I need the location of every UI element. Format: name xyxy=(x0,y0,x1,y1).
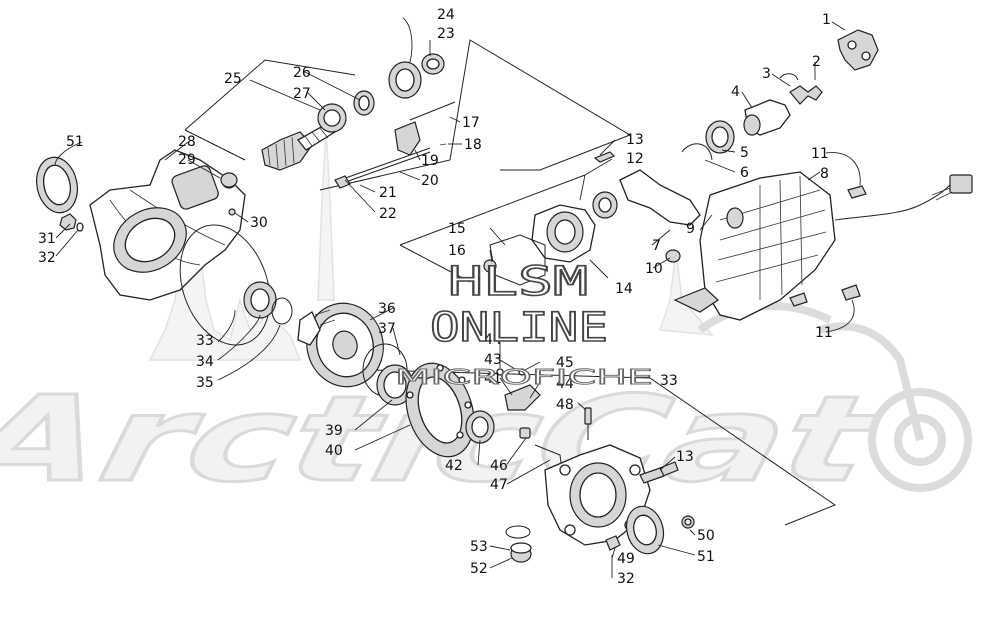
callout-32-right: 32 xyxy=(617,571,635,587)
callout-13-top: 13 xyxy=(626,132,644,148)
callout-4: 4 xyxy=(731,84,740,100)
callout-46: 46 xyxy=(490,458,508,474)
callout-8: 8 xyxy=(820,166,829,182)
callout-23: 23 xyxy=(437,26,455,42)
callout-13-bottom: 13 xyxy=(676,449,694,465)
callout-39: 39 xyxy=(325,423,343,439)
shims-37-39-40 xyxy=(362,343,475,458)
seal-51-right xyxy=(625,505,695,555)
callout-28: 28 xyxy=(178,134,196,150)
callout-45: 45 xyxy=(556,355,574,371)
callout-11-top: 11 xyxy=(811,146,829,162)
bearing-34 xyxy=(243,281,293,325)
callout-6: 6 xyxy=(740,165,749,181)
callout-33-right: 33 xyxy=(660,373,678,389)
callout-17: 17 xyxy=(462,115,480,131)
callout-20: 20 xyxy=(421,173,439,189)
callout-5: 5 xyxy=(740,145,749,161)
callout-52: 52 xyxy=(470,561,488,577)
front-housing xyxy=(89,149,246,301)
gear-case-8 xyxy=(673,171,973,321)
callout-30: 30 xyxy=(250,215,268,231)
callout-41: 41 xyxy=(484,371,502,387)
callout-27: 27 xyxy=(293,86,311,102)
callout-21: 21 xyxy=(379,185,397,201)
callout-12: 12 xyxy=(626,151,644,167)
callout-19: 19 xyxy=(421,153,439,169)
bracket-25 xyxy=(184,59,356,161)
callouts: 1 2 3 4 5 6 7 8 9 10 11 11 12 13 13 14 1… xyxy=(38,7,833,587)
callout-31: 31 xyxy=(38,231,56,247)
callout-14: 14 xyxy=(615,281,633,297)
callout-53: 53 xyxy=(470,539,488,555)
callout-24: 24 xyxy=(437,7,455,23)
callout-40: 40 xyxy=(325,443,343,459)
callout-16: 16 xyxy=(448,243,466,259)
bearings-23-24 xyxy=(388,53,445,99)
callout-34: 34 xyxy=(196,354,214,370)
hlsm-watermark-text: HLSM xyxy=(448,259,588,305)
callout-44-left: 44 xyxy=(484,332,502,348)
callout-1: 1 xyxy=(822,12,831,28)
callout-10: 10 xyxy=(645,261,663,277)
motorcycle-watermark xyxy=(697,302,972,492)
leader-lines xyxy=(54,17,861,578)
callout-42: 42 xyxy=(445,458,463,474)
bracket-15 xyxy=(399,174,586,283)
callout-26: 26 xyxy=(293,65,311,81)
callout-32-left: 32 xyxy=(38,250,56,266)
callout-50: 50 xyxy=(697,528,715,544)
seal-51-left xyxy=(35,156,79,214)
callout-11-bottom: 11 xyxy=(815,325,833,341)
callout-43: 43 xyxy=(484,352,502,368)
ring-gear-differential xyxy=(297,302,384,388)
callout-47: 47 xyxy=(490,477,508,493)
callout-36: 36 xyxy=(378,301,396,317)
o-ring-33 xyxy=(179,224,271,346)
bracket-25-right xyxy=(319,39,632,191)
microfiche-watermark-text: MICROFICHE xyxy=(395,365,653,389)
callout-25: 25 xyxy=(224,71,242,87)
callout-48: 48 xyxy=(556,397,574,413)
callout-37: 37 xyxy=(378,321,396,337)
callout-18: 18 xyxy=(464,137,482,153)
callout-51-right: 51 xyxy=(697,549,715,565)
callout-3: 3 xyxy=(762,66,771,82)
shift-fork-assembly xyxy=(334,101,456,189)
callout-2: 2 xyxy=(812,54,821,70)
callout-22: 22 xyxy=(379,206,397,222)
callout-15: 15 xyxy=(448,221,466,237)
drain-plug xyxy=(505,525,621,563)
pinion-assembly xyxy=(220,90,375,188)
coupler-housing xyxy=(483,151,618,286)
output-yoke-assembly xyxy=(681,29,879,161)
callout-35: 35 xyxy=(196,375,214,391)
assembly-brackets xyxy=(184,39,837,526)
rear-cover xyxy=(544,444,679,546)
seal-42-and-clips xyxy=(465,368,541,444)
callout-44-right: 44 xyxy=(556,376,574,392)
callout-33-left: 33 xyxy=(196,333,214,349)
callout-9: 9 xyxy=(686,221,695,237)
small-fasteners-left xyxy=(59,208,236,232)
hlsm-watermark: HLSM ONLINE MICROFICHE xyxy=(395,258,654,389)
callout-51-left: 51 xyxy=(66,134,84,150)
callout-49: 49 xyxy=(617,551,635,567)
callout-29: 29 xyxy=(178,152,196,168)
online-watermark-text: ONLINE xyxy=(430,305,608,351)
callout-7: 7 xyxy=(652,238,661,254)
bolt-13-lower xyxy=(639,467,665,484)
